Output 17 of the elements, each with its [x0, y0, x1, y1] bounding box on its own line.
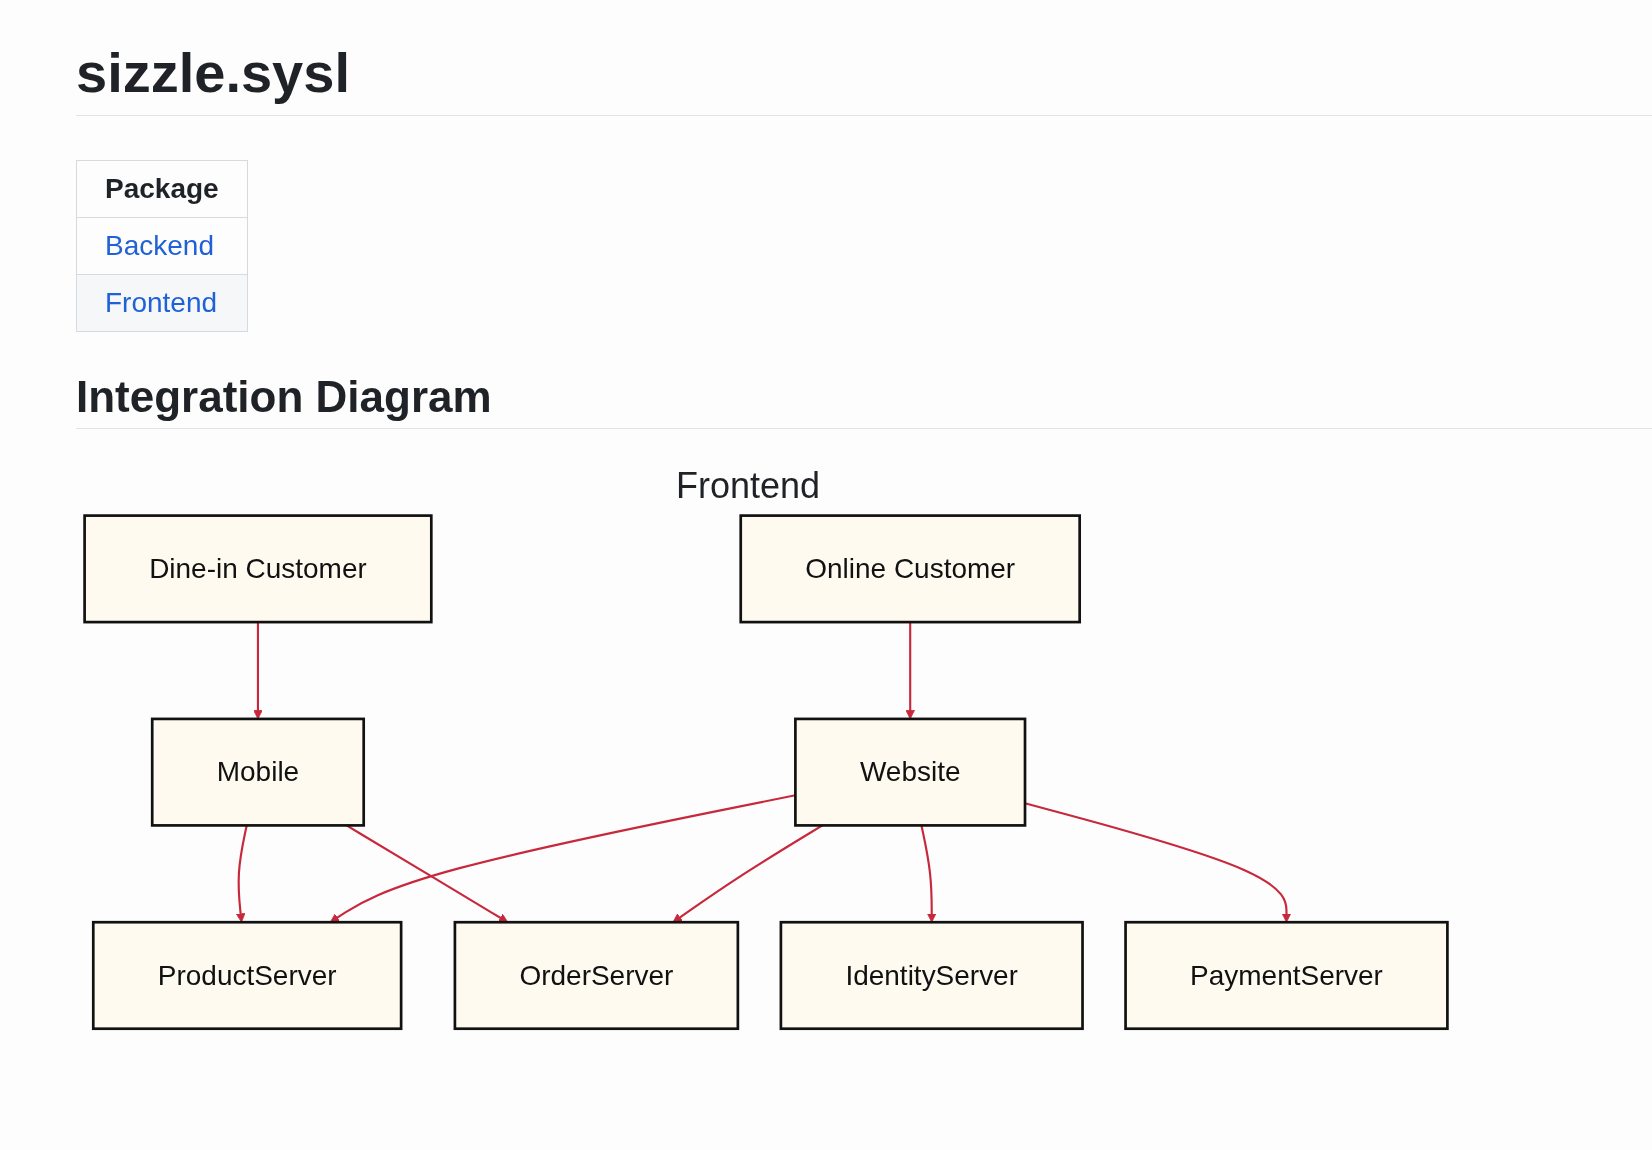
arrow [920, 825, 937, 923]
node-box: PaymentServer [1124, 920, 1449, 1031]
section-heading: Integration Diagram [76, 372, 1652, 429]
group-label: Frontend [676, 465, 821, 507]
page-title: sizzle.sysl [76, 40, 1652, 116]
node-box: ProductServer [91, 920, 403, 1031]
arrow [329, 794, 796, 923]
table-header: Package [76, 160, 248, 218]
arrow [235, 825, 248, 923]
node-box: IdentityServer [779, 920, 1084, 1031]
node-box: Mobile [150, 717, 366, 827]
node-box: OrderServer [453, 920, 740, 1031]
node-box: Dine-in Customer [83, 514, 433, 624]
node-box: Online Customer [739, 514, 1081, 624]
package-link: Frontend [105, 287, 218, 318]
package-link: Backend [105, 230, 214, 261]
node-box: Website [794, 717, 1027, 827]
